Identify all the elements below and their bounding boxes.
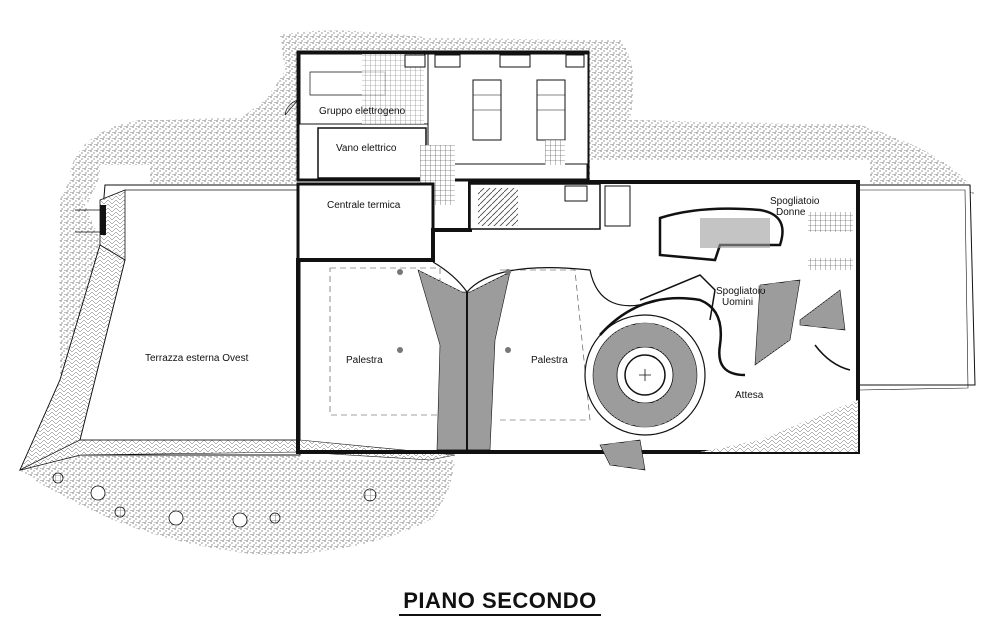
columns [397, 269, 511, 353]
label-palestra-1: Palestra [346, 355, 383, 366]
plan-title: PIANO SECONDO [0, 588, 1000, 616]
label-terrazza: Terrazza esterna Ovest [145, 353, 249, 364]
label-spogliatoio-donne: Spogliatoio [770, 196, 820, 207]
main-building [296, 180, 860, 471]
label-uomini: Uomini [722, 297, 753, 308]
label-palestra-2: Palestra [531, 355, 568, 366]
floor-plan: Gruppo elettrogeno Vano elettrico Centra… [18, 30, 976, 555]
label-spogliatoio-uomini: Spogliatoio [716, 286, 766, 297]
label-centrale-termica: Centrale termica [327, 200, 401, 211]
centrale-termica-room [296, 182, 435, 262]
technical-block [284, 50, 590, 205]
label-gruppo-elettrogeno: Gruppo elettrogeno [319, 106, 406, 117]
terrazza-outline [19, 184, 456, 471]
label-donne: Donne [776, 207, 806, 218]
terrace-furniture [52, 472, 377, 528]
label-attesa: Attesa [735, 390, 764, 401]
label-vano-elettrico: Vano elettrico [336, 143, 397, 154]
plan-title-text: PIANO SECONDO [399, 588, 601, 616]
east-terrace [859, 184, 976, 391]
